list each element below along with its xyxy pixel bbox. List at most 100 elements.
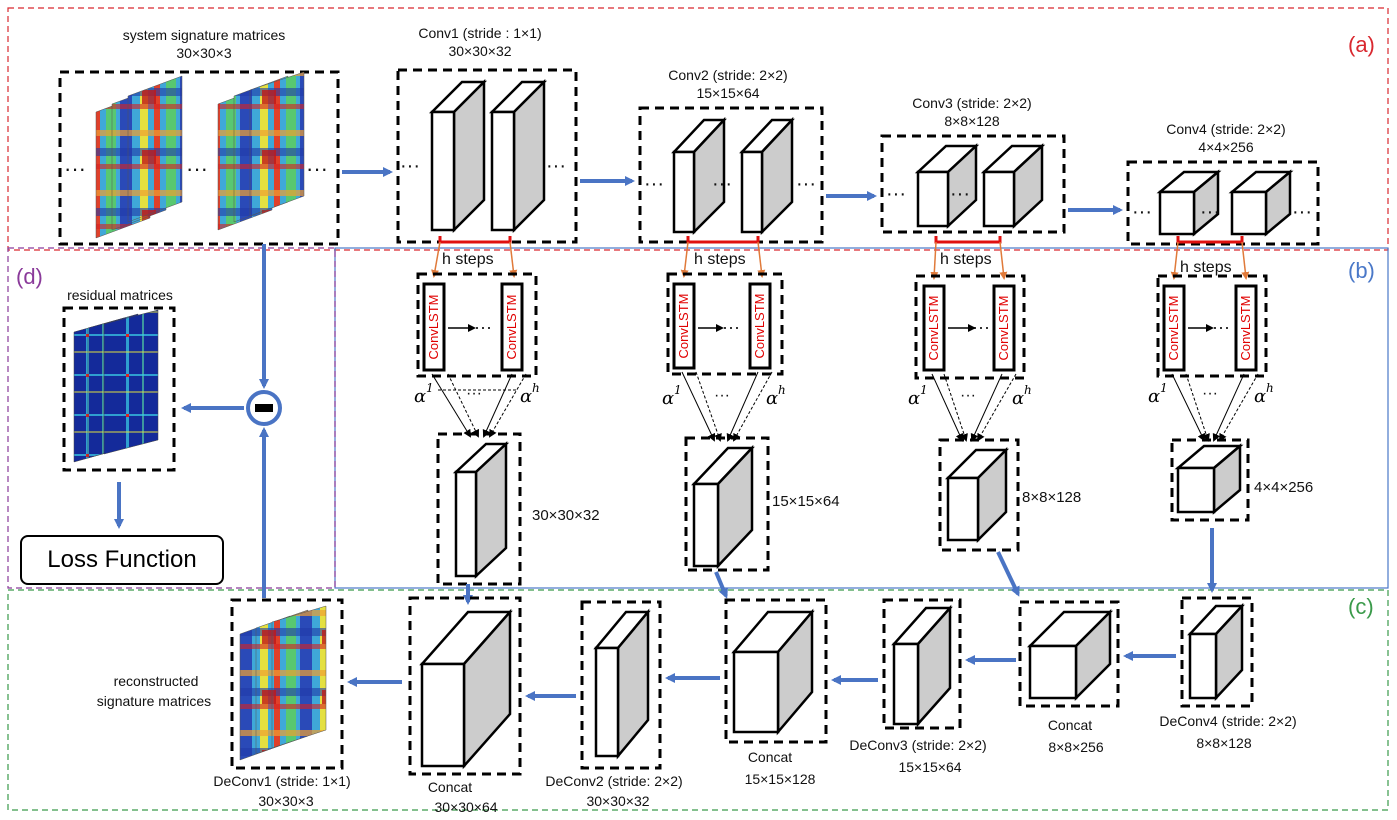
panel-a-tag: (a) xyxy=(1348,32,1375,57)
lstm-in-arrow-1a xyxy=(431,241,441,278)
hsteps-bracket-3 xyxy=(934,236,1002,244)
svg-text:h: h xyxy=(778,383,786,397)
lstm-in-arrow-2b xyxy=(757,241,766,278)
deconv4-box xyxy=(1180,596,1254,708)
attn-out-box-4 xyxy=(1170,438,1250,522)
deconv2-box xyxy=(580,600,662,770)
input-dots-right: ··· xyxy=(306,156,328,181)
panel-b-border xyxy=(334,247,1389,589)
attn-out-cube-3 xyxy=(944,446,1010,544)
conv4-cube-1 xyxy=(1156,169,1222,237)
conv2-dims: 15×15×64 xyxy=(696,85,759,101)
svg-text:α: α xyxy=(1012,388,1024,409)
concat1-cube xyxy=(419,608,513,770)
conv3-cube-2 xyxy=(980,143,1046,229)
conv2-cube-2 xyxy=(739,116,795,236)
conv4-cube-2 xyxy=(1228,169,1294,237)
arrow-attn2-concat2 xyxy=(714,571,728,599)
svg-text:1: 1 xyxy=(426,381,434,395)
concat1-box xyxy=(408,596,522,776)
convlstm-cell-2a: ConvLSTM xyxy=(672,282,696,370)
conv2-dots-mid: ··· xyxy=(712,173,732,195)
concat1-dims: 30×30×64 xyxy=(434,799,497,815)
svg-text:1: 1 xyxy=(1160,381,1168,395)
svg-text:ConvLSTM: ConvLSTM xyxy=(1166,295,1181,360)
input-dots-mid: ··· xyxy=(186,156,208,181)
lstm-chain-dots-3: ··· xyxy=(972,317,990,337)
concat1-name: Concat xyxy=(428,779,472,795)
hsteps-bracket-2 xyxy=(686,236,760,244)
hsteps-bracket-4 xyxy=(1176,236,1244,244)
convlstm-cell-3a: ConvLSTM xyxy=(922,284,946,372)
convlstm-cell-4b: ConvLSTM xyxy=(1234,284,1258,372)
conv3-dots-left: ··· xyxy=(886,183,906,205)
deconv3-box xyxy=(882,598,962,730)
svg-text:ConvLSTM: ConvLSTM xyxy=(926,295,941,360)
attn-out-box-3 xyxy=(938,438,1020,552)
hsteps-label-3: h steps xyxy=(940,251,992,268)
deconv3-dims: 15×15×64 xyxy=(898,759,961,775)
residual-matrix-stack xyxy=(73,309,159,463)
svg-text:α: α xyxy=(1254,386,1266,407)
concat2-dims: 15×15×128 xyxy=(745,771,816,787)
svg-text:α: α xyxy=(1148,386,1160,407)
conv2-cube-1 xyxy=(671,116,727,236)
convlstm-cell-2b: ConvLSTM xyxy=(748,282,772,370)
lstm-in-arrow-1b xyxy=(509,241,518,278)
concat2-box xyxy=(724,598,828,744)
deconv1-dims: 30×30×3 xyxy=(258,793,313,809)
svg-text:···: ··· xyxy=(960,387,976,404)
concat2-cube xyxy=(731,608,815,736)
hsteps-bracket-1 xyxy=(438,236,512,244)
attention-4: α 1 α h ··· xyxy=(1148,373,1274,442)
recon-label-1: reconstructed xyxy=(114,673,199,689)
arrow-attn3-concat3 xyxy=(996,551,1020,597)
svg-text:ConvLSTM: ConvLSTM xyxy=(1238,295,1253,360)
conv3-box xyxy=(880,134,1066,234)
concat3-box xyxy=(1018,600,1120,708)
panel-c-border xyxy=(7,589,1389,811)
svg-text:h: h xyxy=(1024,383,1032,397)
concat3-cube xyxy=(1026,608,1114,702)
lstm-in-arrow-2a xyxy=(680,241,689,278)
conv4-name: Conv4 (stride: 2×2) xyxy=(1166,121,1285,137)
conv4-dims: 4×4×256 xyxy=(1198,139,1253,155)
input-box xyxy=(58,70,340,246)
conv4-dots-left: ··· xyxy=(1132,201,1152,223)
svg-text:···: ··· xyxy=(1202,385,1218,402)
deconv3-cube xyxy=(891,604,953,728)
svg-text:1: 1 xyxy=(920,383,928,397)
svg-text:···: ··· xyxy=(466,385,482,402)
svg-text:ConvLSTM: ConvLSTM xyxy=(752,293,767,358)
lstm-box-4 xyxy=(1156,274,1268,378)
input-title: system signature matrices xyxy=(123,27,286,43)
svg-text:α: α xyxy=(908,388,920,409)
attn-out-dims-2: 15×15×64 xyxy=(772,493,840,510)
panel-a-border xyxy=(7,7,1389,251)
convlstm-cell-1a: ConvLSTM xyxy=(422,282,446,372)
hsteps-label-2: h steps xyxy=(694,251,746,268)
svg-text:α: α xyxy=(520,386,532,407)
conv3-name: Conv3 (stride: 2×2) xyxy=(912,95,1031,111)
conv1-cube-1 xyxy=(428,78,488,234)
deconv2-dims: 30×30×32 xyxy=(586,793,649,809)
lstm-box-3 xyxy=(914,274,1026,380)
conv2-dots-left: ··· xyxy=(644,173,664,195)
conv2-dots-right: ··· xyxy=(796,173,816,195)
convlstm-cell-3b: ConvLSTM xyxy=(992,284,1016,372)
loss-function-label: Loss Function xyxy=(47,546,197,573)
svg-text:α: α xyxy=(414,386,426,407)
deconv1-name: DeConv1 (stride: 1×1) xyxy=(213,773,350,789)
conv4-box xyxy=(1126,160,1320,246)
conv3-cube-1 xyxy=(914,143,980,229)
conv2-name: Conv2 (stride: 2×2) xyxy=(668,67,787,83)
lstm-in-arrow-4a xyxy=(1170,241,1179,280)
lstm-box-1 xyxy=(416,272,538,378)
lstm-chain-dots-2: ··· xyxy=(722,317,740,337)
conv1-dots-right: ··· xyxy=(546,155,566,177)
svg-text:ConvLSTM: ConvLSTM xyxy=(426,294,441,359)
panel-d-tag: (d) xyxy=(16,264,43,289)
input-matrix-stack-1 xyxy=(95,75,183,239)
